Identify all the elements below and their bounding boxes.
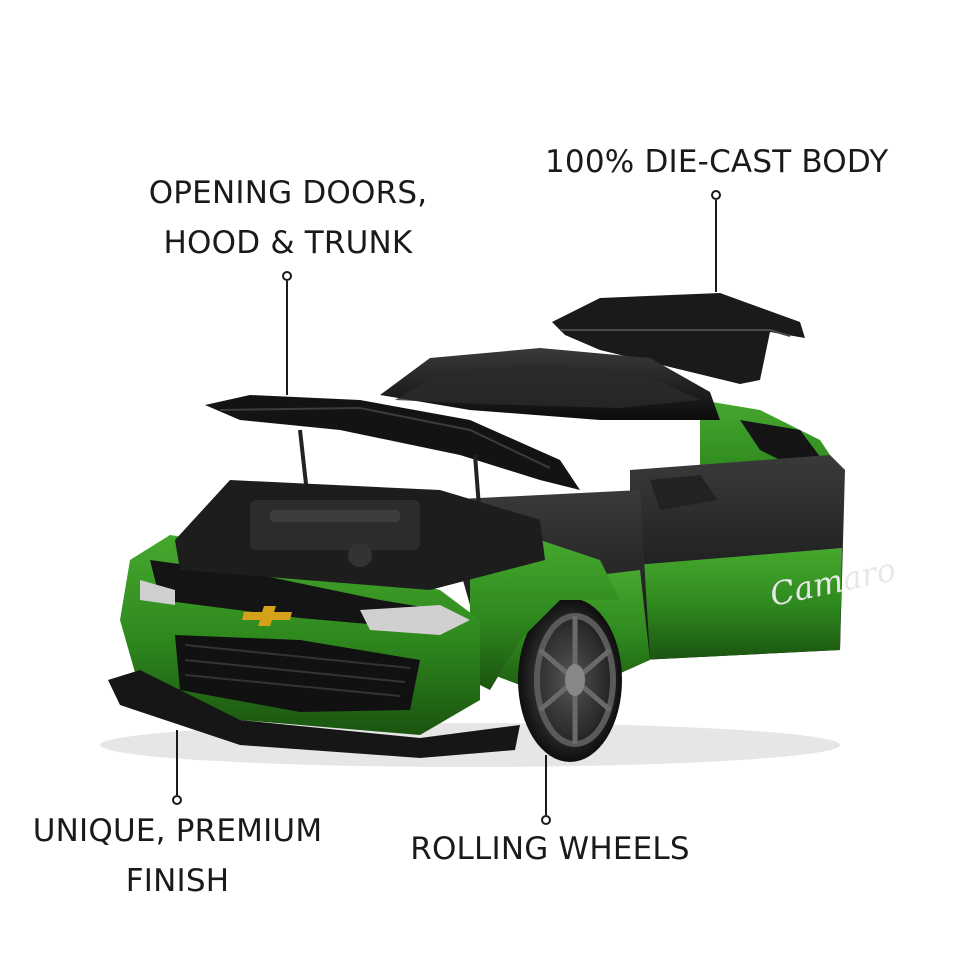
callout-wheels-line1: ROLLING WHEELS: [410, 831, 690, 867]
callout-finish-line1: UNIQUE, PREMIUM: [32, 813, 323, 849]
callout-doors-line2: HOOD & TRUNK: [163, 225, 413, 261]
callout-finish-line2: FINISH: [125, 863, 230, 899]
front-splitter: [108, 670, 520, 758]
open-door: [630, 455, 845, 660]
front-wheel: [518, 598, 622, 762]
callout-body: 100% DIE-CAST BODY: [545, 137, 889, 187]
engine-bay: [175, 480, 545, 590]
trunk-lid: [552, 293, 805, 384]
callout-finish: UNIQUE, PREMIUM FINISH: [25, 806, 330, 906]
roof: [380, 348, 720, 420]
callout-doors: OPENING DOORS, HOOD & TRUNK: [138, 168, 438, 268]
callout-body-line1: 100% DIE-CAST BODY: [545, 144, 889, 180]
front-fender: [470, 540, 620, 690]
callout-wheels: ROLLING WHEELS: [410, 824, 690, 874]
callout-doors-line1: OPENING DOORS,: [148, 175, 428, 211]
